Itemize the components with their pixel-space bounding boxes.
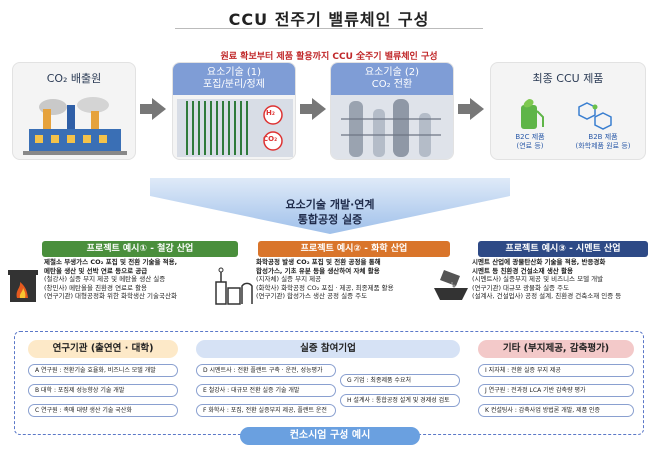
plant-illustration <box>331 95 453 159</box>
consortium-item: K 컨설팅사 : 감축사업 방법론 개발, 제품 인증 <box>478 404 634 417</box>
example-1-item: (철강사) 실증 부지 제공 및 메탄올 생산 실증 <box>44 275 166 283</box>
example-2-lead: 합성가스, 기초 유분 등을 생산하여 자체 활용 <box>256 266 380 275</box>
stage-emission-source: CO₂ 배출원 <box>12 62 136 160</box>
example-2-body: 화학공정 발생 CO₂ 포집 및 전환 공정을 통해 합성가스, 기초 유분 등… <box>256 258 454 316</box>
products-illustration: B2C 제품 (연료 등) B2B 제품 (화학제품 원료 등) <box>491 95 645 159</box>
example-3-item: (설계사, 건설업사) 공정 설계, 친환경 건축소재 인증 등 <box>472 292 622 300</box>
example-1-item: (창민사) 메탄올을 친환경 연료로 활용 <box>44 283 148 292</box>
stage-sublabel: 포집/분리/정제 <box>203 79 265 90</box>
stage-capture: 요소기술 (1) 포집/분리/정제 H₂ CO₂ <box>172 62 296 160</box>
cement-icon <box>430 264 472 304</box>
flow-arrow-icon <box>458 98 484 120</box>
stage-label: 요소기술 (2) <box>364 67 420 78</box>
other-header: 기타 (부지제공, 감축평가) <box>478 340 634 358</box>
consortium-title: 컨소시엄 구성 예시 <box>240 427 420 445</box>
consortium-item: J 연구원 : 전과정 LCA 기반 감축량 평가 <box>478 384 634 397</box>
research-header: 연구기관 (출연연 · 대학) <box>28 340 178 358</box>
b2c-sublabel: (연료 등) <box>516 142 544 150</box>
example-1-header: 프로젝트 예시① - 철강 산업 <box>42 241 238 257</box>
example-3-header: 프로젝트 예시③ - 시멘트 산업 <box>478 241 648 257</box>
title-divider <box>175 28 483 29</box>
consortium-item: D 시멘트사 : 전환 플랜트 구축 · 운전, 성능평가 <box>196 364 336 377</box>
integration-chevron <box>150 176 510 236</box>
example-3-lead: 시멘트 등 친환경 건설소재 생산 활용 <box>472 266 574 275</box>
example-2-item: (연구기관) 합성가스 생산 공정 실증 주도 <box>256 292 368 300</box>
middle-line1: 요소기술 개발·연계 <box>285 198 375 211</box>
companies-header: 실증 참여기업 <box>196 340 460 358</box>
co2-badge: CO₂ <box>263 135 278 143</box>
b2b-label: B2B 제품 <box>588 133 618 141</box>
consortium-item: H 설계사 : 통합공정 설계 및 경제성 검토 <box>340 394 460 407</box>
consortium-item: G 기업 : 최종제품 수요처 <box>340 374 460 387</box>
consortium-item: A 연구원 : 전환기술 효율화, 비즈니스 모델 개발 <box>28 364 178 377</box>
refinery-icon <box>214 266 254 306</box>
example-1-lead: 제철소 부생가스 CO₂ 포집 및 전환 기술을 적용, <box>44 258 178 266</box>
consortium-item: B 대학 : 포집제 성능향상 기술 개발 <box>28 384 178 397</box>
stage-label: 요소기술 (1) <box>206 67 262 78</box>
stage-sublabel: CO₂ 전환 <box>371 79 413 90</box>
example-2-item: (화학사) 화학공정 CO₂ 포집 · 제공, 최종제품 활용 <box>256 283 394 292</box>
example-2-lead: 화학공정 발생 CO₂ 포집 및 전환 공정을 통해 <box>256 258 381 266</box>
consortium-item: I 지자체 : 전환 실증 부지 제공 <box>478 364 634 377</box>
consortium-item: E 철강사 : 대규모 전환 실증 기술 개발 <box>196 384 336 397</box>
example-3-item: (연구기관) 대규모 광물화 실증 주도 <box>472 283 570 292</box>
stage-label: CO₂ 배출원 <box>46 72 102 85</box>
middle-line2: 통합공정 실증 <box>297 213 363 226</box>
page-title: CCU 전주기 밸류체인 구성 <box>228 10 430 29</box>
stage-final-products: 최종 CCU 제품 B2C 제품 (연료 등) B2B 제품 (화학제품 원료 … <box>490 62 646 160</box>
example-1-item: (연구기관) 대형공정화 위한 화학생산 기술국산화 <box>44 292 177 300</box>
example-1-lead: 메탄올 생산 및 선박 연료 등으로 공급 <box>44 266 148 275</box>
b2b-sublabel: (화학제품 원료 등) <box>575 142 631 150</box>
factory-illustration <box>13 95 135 159</box>
flow-arrow-icon <box>140 98 166 120</box>
example-1-body: 제철소 부생가스 CO₂ 포집 및 전환 기술을 적용, 메탄올 생산 및 선박… <box>44 258 242 316</box>
furnace-icon <box>8 268 38 304</box>
consortium-item: F 화학사 : 포집, 전환 실증부지 제공, 플랜트 운전 <box>196 404 336 417</box>
example-3-lead: 시멘트 산업에 광물탄산화 기술을 적용, 반응경화 <box>472 258 606 266</box>
example-2-item: (지자체) 실증 부지 제공 <box>256 275 322 283</box>
h2-badge: H₂ <box>266 109 275 117</box>
stage-conversion: 요소기술 (2) CO₂ 전환 <box>330 62 454 160</box>
example-2-header: 프로젝트 예시② - 화학 산업 <box>258 241 450 257</box>
page-subtitle: 원료 확보부터 제품 활용까지 CCU 全주기 밸류체인 구성 <box>220 52 438 62</box>
example-3-body: 시멘트 산업에 광물탄산화 기술을 적용, 반응경화 시멘트 등 친환경 건설소… <box>472 258 654 316</box>
stage-label: 최종 CCU 제품 <box>532 72 604 85</box>
membrane-illustration: H₂ CO₂ <box>173 95 295 159</box>
consortium-item: C 연구원 : 촉매 대량 생산 기술 국산화 <box>28 404 178 417</box>
example-3-item: (시멘트사) 실증부지 제공 및 비즈니스 모델 개발 <box>472 275 604 283</box>
b2c-label: B2C 제품 <box>515 133 545 141</box>
flow-arrow-icon <box>300 98 326 120</box>
